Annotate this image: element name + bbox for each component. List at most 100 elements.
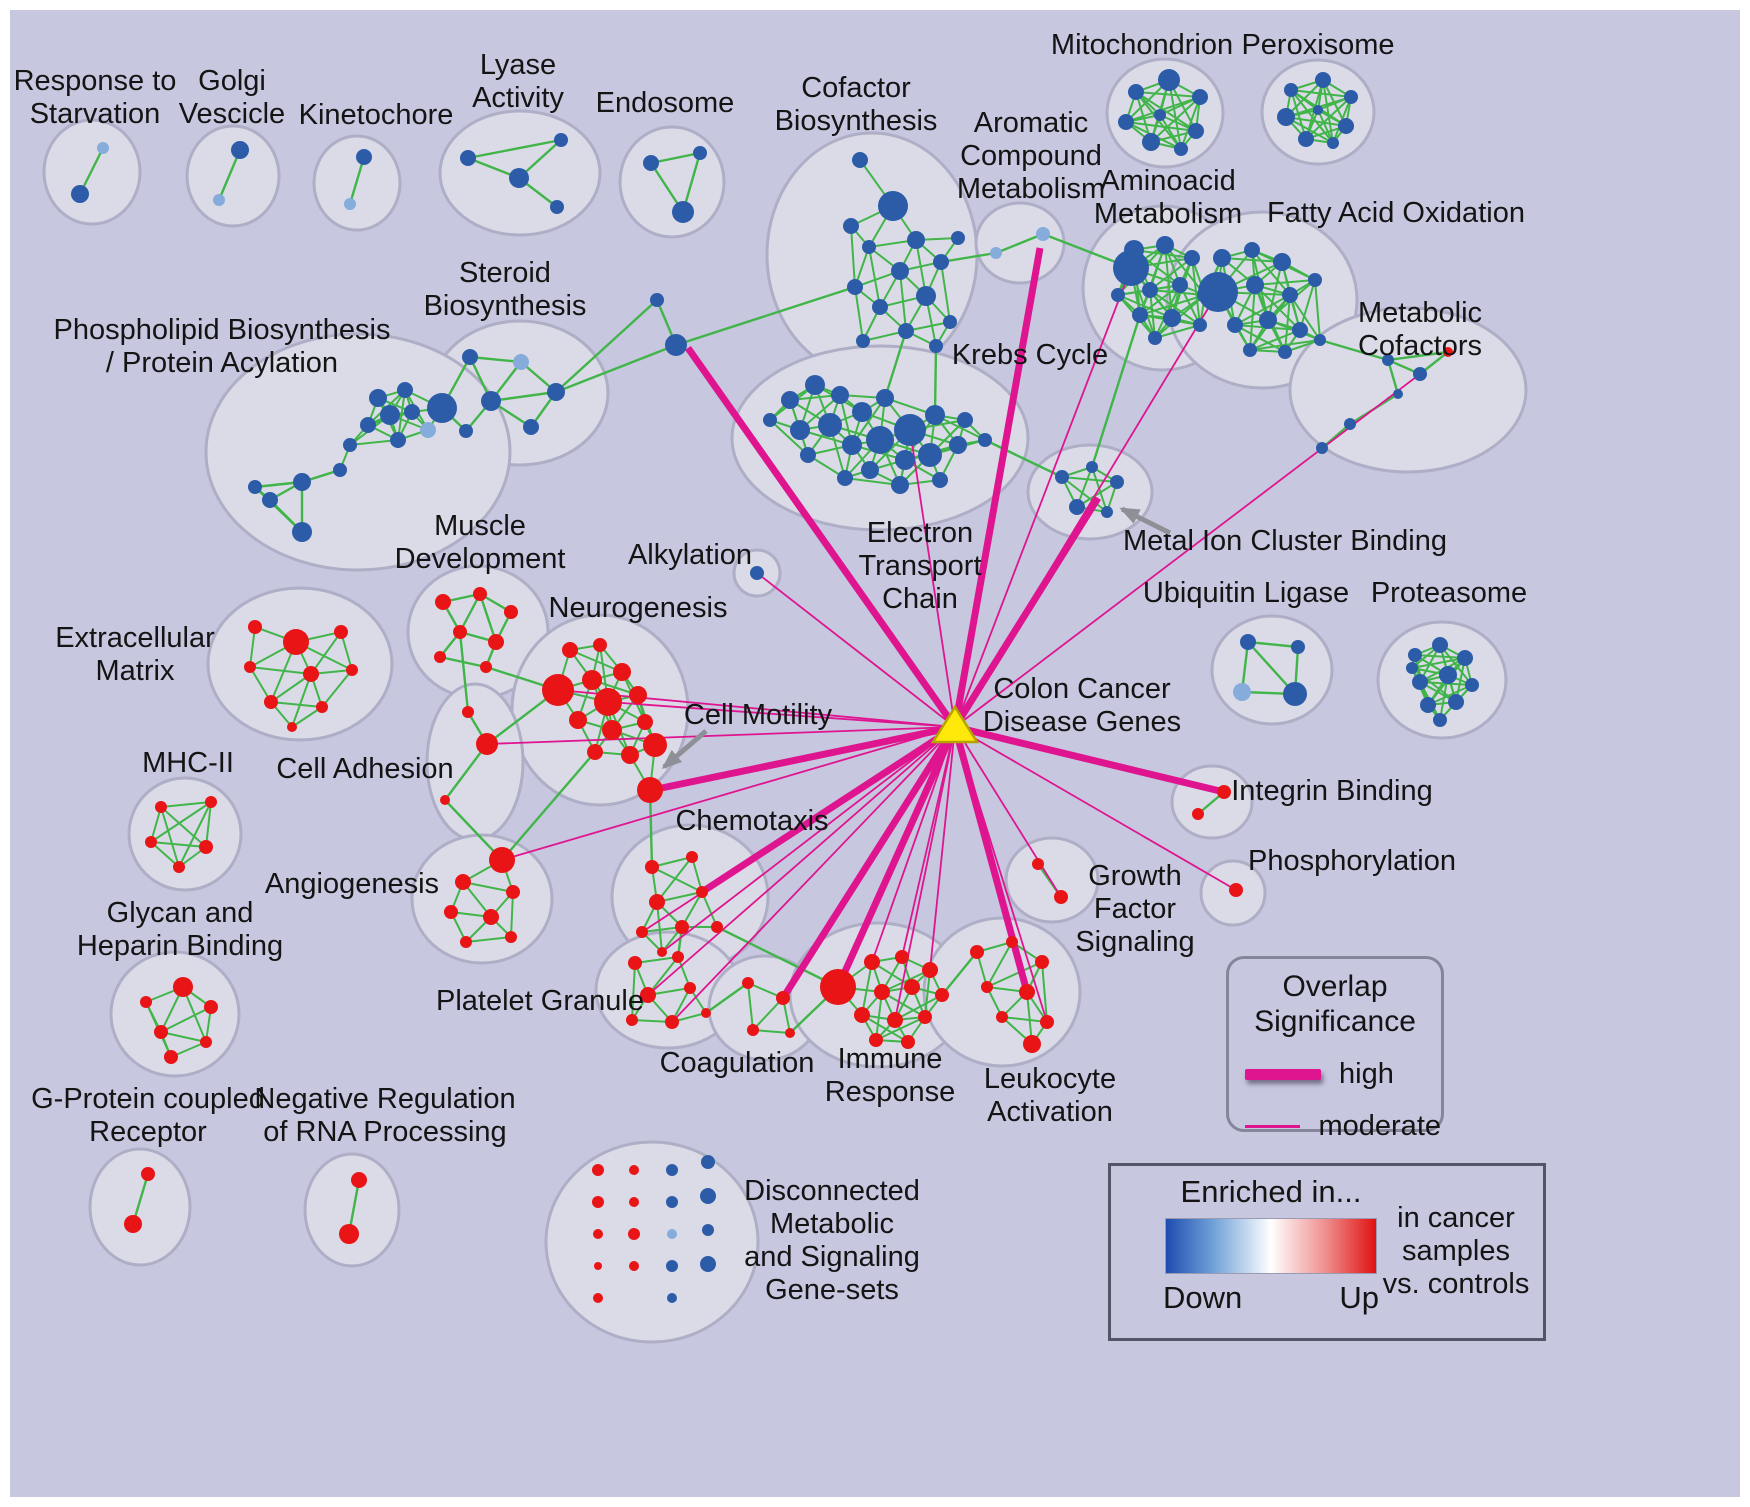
gene-set-node xyxy=(891,476,909,494)
gene-overlap-edge xyxy=(1411,657,1466,669)
gene-set-node xyxy=(1213,249,1231,267)
gene-overlap-edge xyxy=(321,669,353,708)
gene-set-node xyxy=(1006,936,1018,948)
enrichment-legend: Enriched in... Down Up in cancer samples… xyxy=(1108,1163,1546,1341)
cluster-label-phosphorylation: Phosphorylation xyxy=(1248,845,1456,877)
gene-overlap-edge xyxy=(1234,294,1291,326)
overlap-moderate-edge xyxy=(557,689,956,728)
gene-set-node xyxy=(693,146,707,160)
gene-overlap-edge xyxy=(249,666,312,675)
cluster-label-krebs-cycle: Krebs Cycle xyxy=(952,339,1108,371)
high-significance-label: high xyxy=(1339,1058,1394,1090)
gene-set-node xyxy=(1314,334,1326,346)
gene-set-node xyxy=(97,142,109,154)
gene-set-node xyxy=(854,1007,870,1023)
cluster-label-fatty-acid-oxidation: Fatty Acid Oxidation xyxy=(1267,197,1525,229)
overlap-moderate-edge xyxy=(954,726,1237,891)
gene-set-node xyxy=(550,200,564,214)
gene-set-node xyxy=(593,1229,603,1239)
gene-set-node xyxy=(629,1197,639,1207)
gene-overlap-edge xyxy=(291,706,323,728)
cluster-label-growth-factor-signaling: Factor xyxy=(1094,893,1177,925)
gene-overlap-edge xyxy=(691,856,703,893)
overlap-moderate-edge xyxy=(607,701,956,728)
gene-overlap-edge xyxy=(631,962,636,1021)
gene-set-node xyxy=(951,231,965,245)
gene-set-node xyxy=(594,688,622,716)
gene-set-node xyxy=(629,1165,639,1175)
gene-overlap-edge xyxy=(1284,294,1291,353)
gene-overlap-edge xyxy=(1254,279,1316,286)
cluster-ellipse-negative-regulation-of-rna-processing xyxy=(303,1152,401,1268)
gene-set-node xyxy=(1298,131,1314,147)
gene-set-node xyxy=(1174,142,1188,156)
cluster-ellipse-growth-factor-signaling xyxy=(1004,836,1100,924)
gene-overlap-edge xyxy=(160,801,212,808)
gene-overlap-edge xyxy=(701,891,718,928)
gene-set-node xyxy=(1448,694,1464,710)
gene-set-node xyxy=(672,951,684,963)
gene-set-node xyxy=(636,926,648,938)
gene-set-node xyxy=(593,638,607,652)
overlap-legend-title: Overlap Significance xyxy=(1254,970,1416,1038)
gene-set-node xyxy=(1118,114,1134,130)
gene-overlap-edge xyxy=(1439,644,1473,686)
gene-set-node xyxy=(894,414,926,446)
gene-set-node xyxy=(978,433,992,447)
gene-overlap-edge xyxy=(850,225,856,288)
gene-set-node xyxy=(1240,634,1256,650)
overlap-moderate-edge xyxy=(871,726,956,963)
gene-overlap-edge xyxy=(291,673,312,728)
cluster-label-aromatic-compound-metabolism: Metabolism xyxy=(957,173,1105,205)
gene-set-node xyxy=(505,931,517,943)
overlap-moderate-edge xyxy=(954,373,1421,728)
gene-set-node xyxy=(343,438,357,452)
cluster-label-response-to-starvation: Response to xyxy=(14,65,177,97)
gene-set-node xyxy=(918,1010,932,1024)
cluster-label-golgi-vescicle: Vescicle xyxy=(179,98,285,130)
overlap-moderate-edge xyxy=(501,726,956,861)
gene-set-node xyxy=(303,666,319,682)
gene-set-node xyxy=(1198,272,1238,312)
gene-set-node xyxy=(650,293,664,307)
gene-set-node xyxy=(1278,345,1292,359)
cluster-label-electron-transport-chain: Electron xyxy=(867,517,973,549)
gene-set-node xyxy=(785,1028,795,1038)
gene-overlap-edge xyxy=(1061,476,1118,483)
gene-overlap-edge xyxy=(1299,279,1316,331)
cluster-label-mitochondrion: Mitochondrion xyxy=(1051,29,1233,61)
gene-set-node xyxy=(776,991,790,1005)
gene-set-node xyxy=(489,847,515,873)
cluster-label-alkylation: Alkylation xyxy=(628,539,752,571)
gene-set-node xyxy=(895,450,915,470)
gene-set-node xyxy=(592,1164,604,1176)
gene-set-node xyxy=(981,981,993,993)
gene-overlap-edge xyxy=(160,1031,207,1043)
cluster-label-disconnected-metabolic-and-signaling-gene-sets: Metabolic xyxy=(770,1208,894,1240)
gene-overlap-edge xyxy=(467,138,562,160)
gene-set-node xyxy=(476,733,498,755)
gene-set-node xyxy=(1282,287,1298,303)
overlap-moderate-edge xyxy=(661,726,956,953)
gene-overlap-edge xyxy=(270,673,312,703)
gene-set-node xyxy=(701,1008,711,1018)
overlap-significance-legend: Overlap Significance high moderate xyxy=(1226,956,1444,1142)
inter-cluster-edge xyxy=(501,751,596,861)
gene-overlap-edge xyxy=(478,593,498,643)
gene-set-node xyxy=(244,661,256,673)
overlap-moderate-edge xyxy=(894,726,956,1021)
gene-overlap-edge xyxy=(995,232,1044,255)
gene-set-node xyxy=(1128,84,1144,100)
gene-set-node xyxy=(509,168,529,188)
inter-cluster-edge xyxy=(940,251,997,264)
enrichment-note: in cancer samples vs. controls xyxy=(1382,1201,1530,1300)
gene-set-node xyxy=(629,1261,639,1271)
gene-set-node xyxy=(504,605,518,619)
gene-set-node xyxy=(155,801,167,813)
gene-overlap-edge xyxy=(1125,121,1197,132)
gene-set-node xyxy=(1273,253,1291,271)
gene-set-node xyxy=(907,231,925,249)
gene-set-node xyxy=(1040,1015,1054,1029)
gene-set-node xyxy=(453,625,467,639)
